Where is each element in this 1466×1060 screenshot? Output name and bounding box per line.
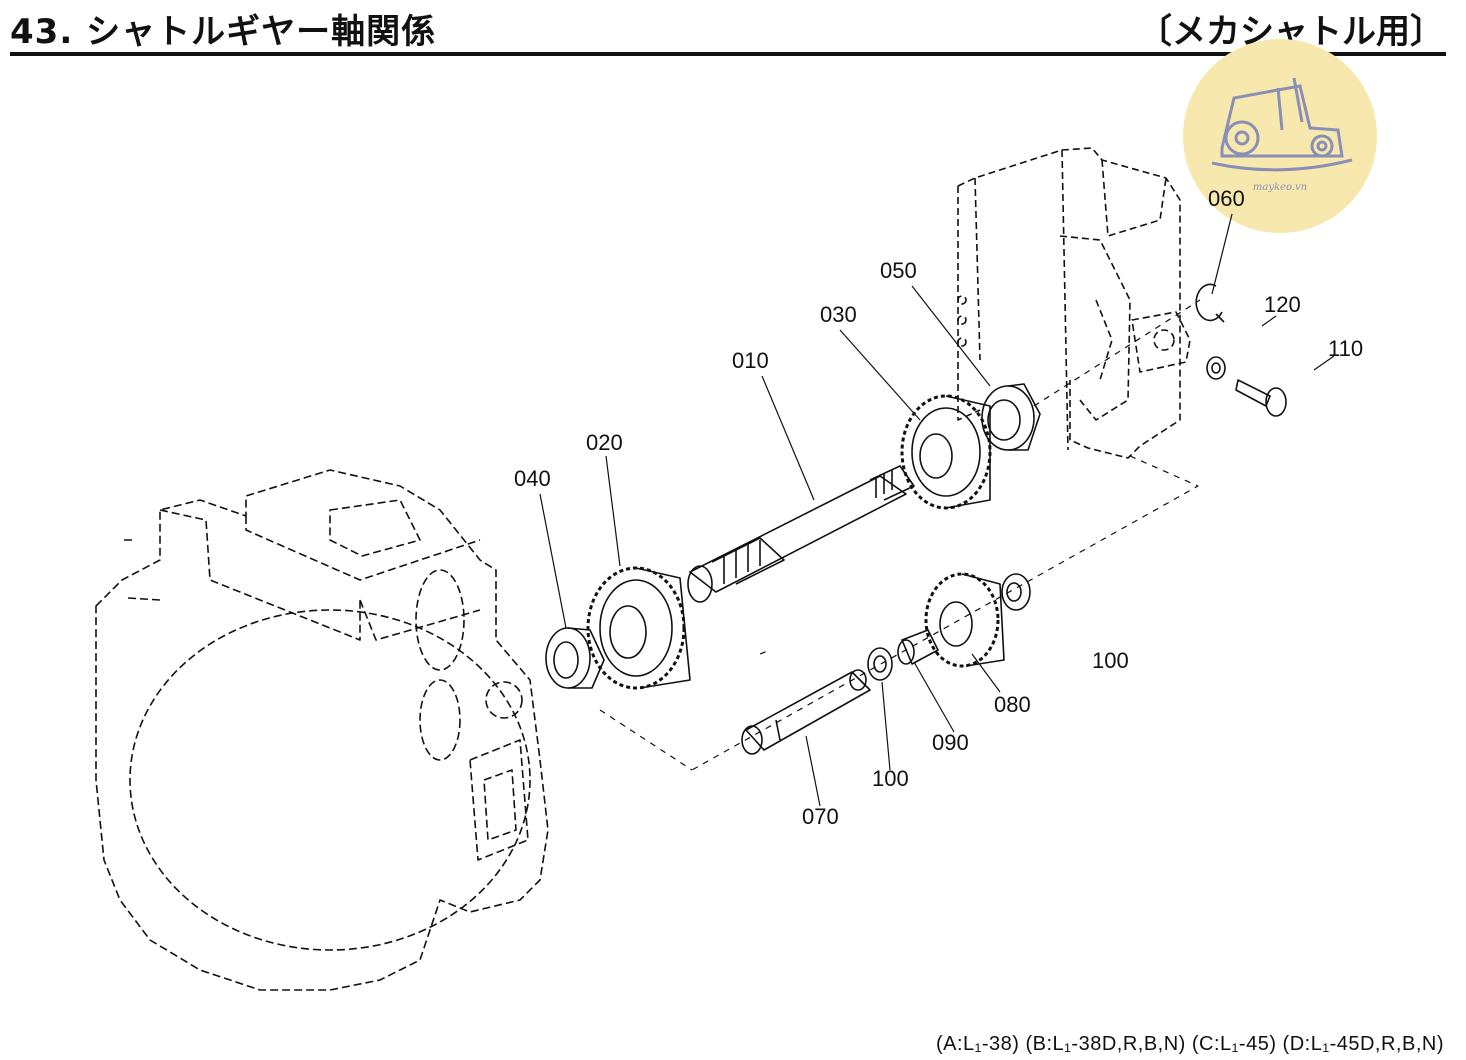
- bearing-050: [981, 383, 1041, 451]
- bolt-110: [1235, 379, 1287, 417]
- bearing-040: [545, 627, 605, 689]
- shuttle-housing: [957, 147, 1191, 459]
- watermark-circle: [1183, 39, 1377, 233]
- gear-030: [900, 394, 992, 510]
- part-label-110: 110: [1328, 336, 1363, 361]
- title-rule: [10, 52, 1446, 56]
- part-label-100-b: 100: [872, 766, 909, 791]
- part-label-080: 080: [994, 692, 1031, 717]
- model-applicability: (A:L₁-38) (B:L₁-38D,R,B,N) (C:L₁-45) (D:…: [935, 1033, 1444, 1055]
- washer-120: [1206, 356, 1226, 380]
- transmission-case: [95, 469, 549, 991]
- thrust-washer-100: [867, 647, 893, 681]
- thrust-washer-100-b: [1001, 573, 1031, 611]
- gear-080: [924, 572, 1005, 668]
- part-label-010: 010: [732, 348, 769, 373]
- leader-lines: [539, 213, 1335, 807]
- watermark-text: maykeo.vn: [1253, 182, 1307, 193]
- part-label-060: 060: [1208, 186, 1245, 211]
- part-label-120: 120: [1264, 292, 1301, 317]
- countershaft-070: [741, 669, 871, 755]
- assembly-lines: [599, 299, 1201, 771]
- gear-020: [586, 566, 691, 690]
- part-label-090: 090: [932, 730, 969, 755]
- tractor-icon: [1211, 77, 1353, 172]
- part-label-040: 040: [514, 466, 551, 491]
- main-shaft-010: [687, 465, 915, 603]
- part-label-100-a: 100: [1092, 648, 1129, 673]
- part-label-020: 020: [586, 430, 623, 455]
- part-label-030: 030: [820, 302, 857, 327]
- part-label-050: 050: [880, 258, 917, 283]
- page-title: 43. シャトルギヤー軸関係: [10, 12, 437, 52]
- watermark-logo: maykeo.vn: [1182, 38, 1378, 234]
- bushing-090: [897, 629, 939, 665]
- snap-ring-060: [1195, 283, 1225, 323]
- part-label-070: 070: [802, 804, 839, 829]
